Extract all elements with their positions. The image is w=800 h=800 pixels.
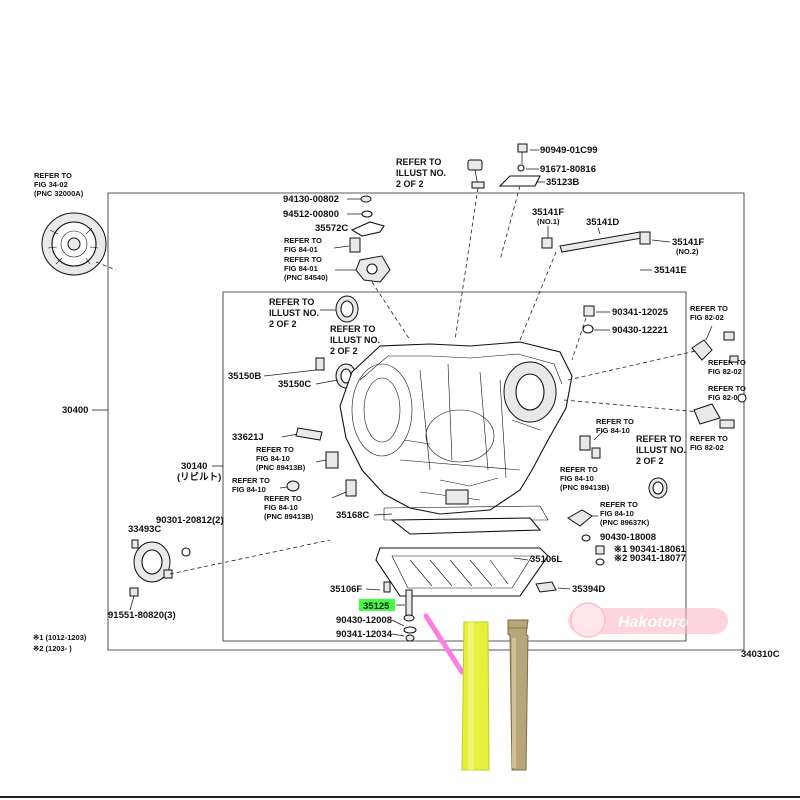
- part-35141F-1: 35141F: [532, 207, 564, 218]
- sensor-right-1: [691, 331, 735, 361]
- speed-sensor: [579, 435, 601, 459]
- sensor-right-2: [693, 393, 747, 429]
- part-35168C: 35168C: [336, 510, 369, 521]
- bearing-retainer: [129, 539, 173, 597]
- part-35141E: 35141E: [654, 265, 687, 276]
- part-30140: 30140: [181, 461, 207, 472]
- part-90341-12025: 90341-12025: [612, 307, 669, 318]
- part-35394D: 35394D: [572, 584, 605, 595]
- part-91551: 91551-80820(3): [108, 610, 176, 621]
- part-35141D: 35141D: [586, 217, 619, 228]
- part-35150C: 35150C: [278, 379, 311, 390]
- part-90430-18008: 90430-18008: [600, 532, 656, 543]
- part-33493C: 33493C: [128, 524, 161, 535]
- part-90341-18061: ※1 90341-18061: [614, 544, 687, 555]
- yellow-refill-tool: [461, 621, 490, 771]
- frame-code: 340310C: [741, 649, 780, 660]
- sensor-bracket: [355, 255, 391, 283]
- part-no1: (NO.1): [537, 217, 560, 226]
- part-94130: 94130-00802: [283, 194, 339, 205]
- inner-frame: [222, 291, 687, 642]
- brass-drain-tool: [507, 619, 529, 771]
- oil-strainer: [390, 517, 542, 535]
- footnote-1: ※1 (1012-1203): [33, 633, 87, 642]
- part-90430-12221: 90430-12221: [612, 325, 669, 336]
- refill-plug: [403, 589, 417, 642]
- part-90341-12034: 90341-12034: [336, 629, 393, 640]
- part-33621J: 33621J: [232, 432, 264, 443]
- hakotoro-logo: Hakotoro: [568, 602, 728, 638]
- part-91671: 91671-80816: [540, 164, 596, 175]
- torque-converter: [41, 212, 107, 276]
- part-35572C: 35572C: [315, 223, 348, 234]
- part-30140-note: (リビルト): [177, 471, 221, 483]
- outer-frame: [107, 192, 745, 651]
- seal-upper: [335, 295, 359, 323]
- assembly-number: 30400: [62, 405, 88, 416]
- part-90949: 90949-01C99: [540, 145, 598, 156]
- part-no2: (NO.2): [676, 247, 699, 256]
- part-94512: 94512-00800: [283, 209, 339, 220]
- part-35106F: 35106F: [330, 584, 362, 595]
- part-90341-18077: ※2 90341-18077: [614, 553, 686, 564]
- part-35150B: 35150B: [228, 371, 261, 382]
- oil-pan: [375, 547, 549, 597]
- solenoid-connector: [567, 509, 593, 527]
- part-35123B: 35123B: [546, 177, 579, 188]
- transaxle-case: [339, 341, 573, 515]
- watermark-text: Hakotoro: [618, 614, 688, 631]
- top-bolts: [467, 143, 541, 189]
- part-90430-12008: 90430-12008: [336, 615, 392, 626]
- seal-right: [648, 477, 668, 499]
- part-35125: 35125: [363, 601, 390, 612]
- part-35106L: 35106L: [530, 554, 562, 565]
- part-90301: 90301-20812(2): [156, 515, 224, 526]
- footnote-2: ※2 (1203- ): [33, 644, 72, 653]
- pointer-stroke: [423, 613, 465, 675]
- highlight-35125: [359, 599, 395, 611]
- part-35141F-2: 35141F: [672, 237, 704, 248]
